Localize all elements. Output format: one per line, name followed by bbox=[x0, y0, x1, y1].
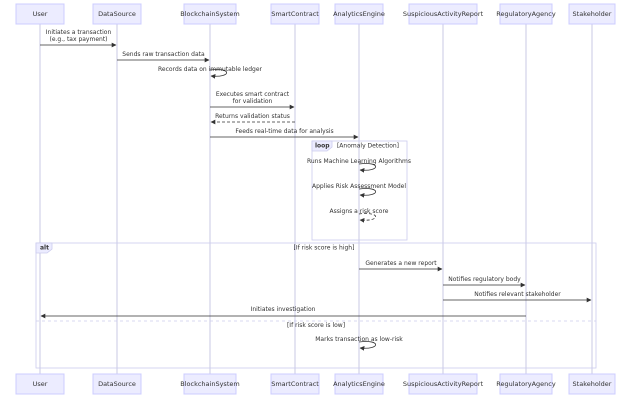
actor-box bbox=[568, 3, 616, 25]
alt-condition: [If risk score is high] bbox=[294, 245, 355, 252]
actor-label: SmartContract bbox=[271, 380, 319, 388]
alt-keyword: alt bbox=[40, 245, 49, 252]
actor-box bbox=[183, 373, 237, 395]
message-10: Notifies regulatory body bbox=[443, 276, 526, 288]
message-label: Executes smart contract bbox=[216, 91, 290, 98]
actor-box bbox=[270, 3, 320, 25]
actor-box bbox=[408, 3, 478, 25]
message-label: Feeds real-time data for analysis bbox=[235, 128, 333, 135]
message-8: Assigns a risk score bbox=[329, 208, 389, 223]
actor-label: DataSource bbox=[98, 380, 136, 388]
actor-box bbox=[270, 373, 320, 395]
actor-label: User bbox=[33, 10, 48, 18]
message-label: Assigns a risk score bbox=[329, 208, 388, 215]
message-label: Initiates investigation bbox=[251, 306, 316, 313]
message-label: Initiates a transaction bbox=[46, 29, 112, 36]
actor-box bbox=[92, 373, 142, 395]
message-1: Sends raw transaction data bbox=[117, 51, 210, 63]
actor-label: AnalyticsEngine bbox=[333, 380, 385, 388]
actors-bottom: User DataSource BlockchainSystem SmartContr… bbox=[15, 373, 616, 395]
message-arrow bbox=[358, 188, 377, 198]
message-label: Marks transaction as low-risk bbox=[315, 336, 403, 343]
actor-label: RegulatoryAgency bbox=[496, 380, 556, 388]
actor-label: BlockchainSystem bbox=[180, 10, 239, 18]
actor-box bbox=[499, 3, 553, 25]
message-0: Initiates a transaction(e.g., tax paymen… bbox=[40, 29, 117, 48]
message-5: Feeds real-time data for analysis bbox=[210, 128, 359, 140]
actor-sar-bottom[interactable]: SuspiciousActivityReport bbox=[403, 373, 484, 395]
message-label: Applies Risk Assessment Model bbox=[312, 183, 406, 190]
message-4: Returns validation status bbox=[210, 113, 295, 125]
actors-top: User DataSource BlockchainSystem SmartContr… bbox=[15, 3, 616, 25]
actor-analytics-top[interactable]: AnalyticsEngine bbox=[333, 3, 385, 25]
actor-box bbox=[334, 373, 384, 395]
actor-stakeholder-bottom[interactable]: Stakeholder bbox=[568, 373, 616, 395]
actor-regulator-bottom[interactable]: RegulatoryAgency bbox=[496, 373, 556, 395]
actor-box bbox=[408, 373, 478, 395]
message-13: Marks transaction as low-risk bbox=[315, 336, 403, 351]
actor-regulator-top[interactable]: RegulatoryAgency bbox=[496, 3, 556, 25]
actor-user-top[interactable]: User bbox=[15, 3, 65, 25]
actor-box bbox=[15, 373, 65, 395]
message-label: Runs Machine Learning Algorithms bbox=[307, 158, 411, 165]
actor-sar-top[interactable]: SuspiciousActivityReport bbox=[403, 3, 484, 25]
actor-smartcontract-top[interactable]: SmartContract bbox=[270, 3, 320, 25]
alt-frame: alt [If risk score is high] [If risk score… bbox=[35, 242, 597, 369]
message-2: Records data on immutable ledger bbox=[158, 66, 263, 79]
message-arrow bbox=[358, 341, 377, 351]
message-6: Runs Machine Learning Algorithms bbox=[307, 158, 411, 173]
actor-label: SuspiciousActivityReport bbox=[403, 10, 484, 18]
actor-smartcontract-bottom[interactable]: SmartContract bbox=[270, 373, 320, 395]
message-arrow bbox=[358, 213, 377, 223]
message-label: Notifies regulatory body bbox=[448, 276, 521, 283]
message-12: Initiates investigation bbox=[40, 306, 526, 319]
message-7: Applies Risk Assessment Model bbox=[312, 183, 406, 198]
actor-label: RegulatoryAgency bbox=[496, 10, 556, 18]
actor-box bbox=[92, 3, 142, 25]
actor-analytics-bottom[interactable]: AnalyticsEngine bbox=[333, 373, 385, 395]
loop-keyword: loop bbox=[315, 143, 330, 150]
actor-blockchain-bottom[interactable]: BlockchainSystem bbox=[180, 373, 240, 395]
actor-stakeholder-top[interactable]: Stakeholder bbox=[568, 3, 616, 25]
actor-datasource-top[interactable]: DataSource bbox=[92, 3, 142, 25]
actor-box bbox=[15, 3, 65, 25]
actor-label: SuspiciousActivityReport bbox=[403, 380, 484, 388]
message-9: Generates a new report bbox=[359, 260, 443, 272]
message-label: Records data on immutable ledger bbox=[158, 66, 262, 73]
loop-condition: [Anomaly Detection] bbox=[337, 143, 399, 150]
alt-else-condition: [If risk score is low] bbox=[287, 322, 345, 329]
actor-blockchain-top[interactable]: BlockchainSystem bbox=[180, 3, 240, 25]
actor-label: AnalyticsEngine bbox=[333, 10, 385, 18]
actor-label: Stakeholder bbox=[573, 380, 612, 388]
message-11: Notifies relevant stakeholder bbox=[443, 291, 592, 303]
loop-frame: loop [Anomaly Detection] bbox=[311, 140, 408, 241]
actor-box bbox=[183, 3, 237, 25]
actor-label: DataSource bbox=[98, 10, 136, 18]
actor-label: Stakeholder bbox=[573, 10, 612, 18]
actor-user-bottom[interactable]: User bbox=[15, 373, 65, 395]
message-arrow bbox=[358, 163, 377, 173]
actor-label: BlockchainSystem bbox=[180, 380, 239, 388]
actor-label: SmartContract bbox=[271, 10, 319, 18]
message-label: Returns validation status bbox=[215, 113, 290, 120]
message-arrow bbox=[209, 69, 228, 79]
message-label: for validation bbox=[233, 98, 273, 105]
actor-box bbox=[334, 3, 384, 25]
frames: loop [Anomaly Detection] alt [If risk score… bbox=[35, 140, 597, 369]
message-label: (e.g., tax payment) bbox=[49, 36, 107, 43]
actor-datasource-bottom[interactable]: DataSource bbox=[92, 373, 142, 395]
actor-label: User bbox=[33, 380, 48, 388]
messages: Initiates a transaction(e.g., tax paymen… bbox=[40, 29, 592, 351]
message-label: Sends raw transaction data bbox=[122, 51, 205, 58]
message-label: Notifies relevant stakeholder bbox=[474, 291, 561, 298]
lifelines bbox=[39, 24, 593, 374]
message-label: Generates a new report bbox=[365, 260, 437, 267]
actor-box bbox=[568, 373, 616, 395]
actor-box bbox=[499, 373, 553, 395]
